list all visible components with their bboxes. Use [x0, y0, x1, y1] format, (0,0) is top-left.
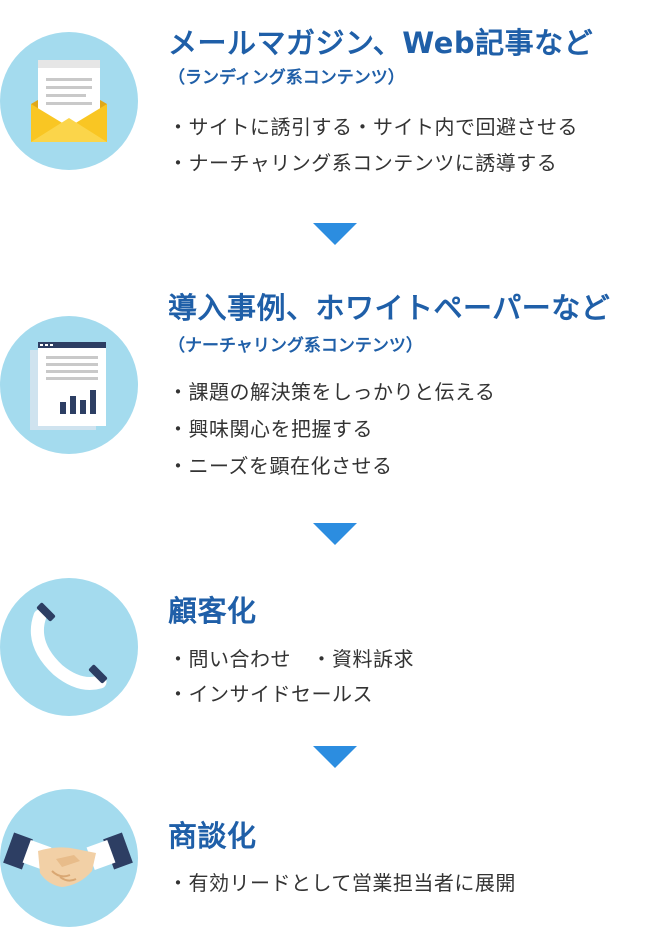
step-subtitle: （ランディング系コンテンツ）	[168, 68, 405, 88]
step-title: 商談化	[168, 819, 257, 853]
step-bullet: ・興味関心を把握する	[168, 417, 373, 441]
handshake-icon	[0, 789, 138, 927]
step-subtitle: （ナーチャリング系コンテンツ）	[168, 336, 423, 356]
step-bullet: ・有効リードとして営業担当者に展開	[168, 871, 516, 895]
down-arrow-icon	[313, 523, 357, 545]
step-bullet: ・サイトに誘引する・サイト内で回避させる	[168, 115, 578, 139]
step-title: 導入事例、ホワイトペーパーなど	[168, 291, 611, 325]
step-bullet: ・インサイドセールス	[168, 682, 373, 706]
down-arrow-icon	[313, 223, 357, 245]
step-title: メールマガジン、Web記事など	[168, 26, 594, 60]
step-bullet: ・課題の解決策をしっかりと伝える	[168, 380, 496, 404]
down-arrow-icon	[313, 746, 357, 768]
step-bullet: ・ナーチャリング系コンテンツに誘導する	[168, 151, 558, 175]
step-bullet: ・問い合わせ ・資料訴求	[168, 647, 414, 671]
report-chart-icon	[0, 316, 138, 454]
envelope-document-icon	[0, 32, 138, 170]
step-bullet: ・ニーズを顕在化させる	[168, 454, 393, 478]
telephone-handset-icon	[0, 578, 138, 716]
step-title: 顧客化	[168, 594, 257, 628]
